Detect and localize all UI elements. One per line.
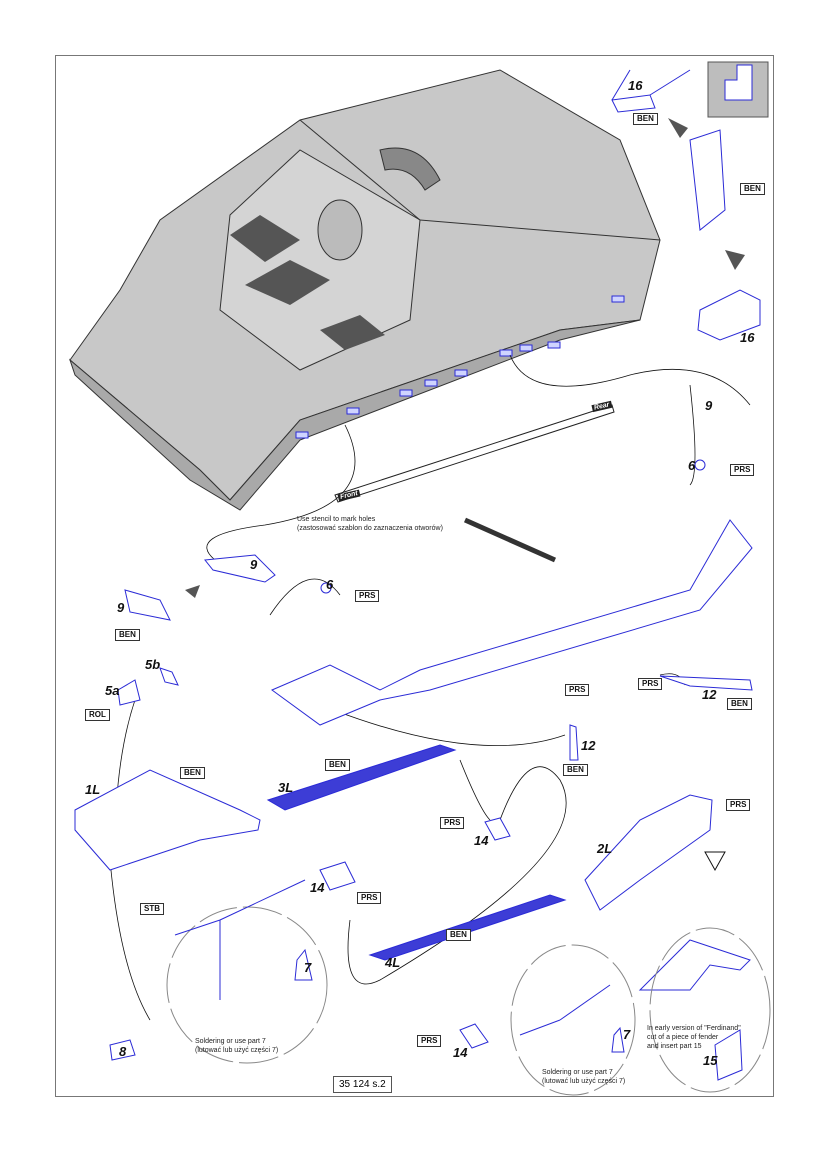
solder-note-right: Soldering or use part 7 (lutować lub uży… bbox=[542, 1069, 626, 1085]
part-number: 6 bbox=[326, 577, 334, 592]
tag-stb: STB bbox=[140, 903, 164, 915]
ferdinand-note: In early version of "Ferdinand" cut of a… bbox=[647, 1025, 741, 1050]
part-number: 16 bbox=[740, 330, 755, 345]
pencil bbox=[463, 517, 557, 563]
stencil-strip bbox=[334, 404, 615, 503]
tag-prs: PRS bbox=[357, 892, 382, 904]
part-number: 4L bbox=[385, 955, 401, 970]
page-frame bbox=[55, 55, 774, 1097]
tag-prs: PRS bbox=[730, 464, 755, 476]
part-number: 15 bbox=[703, 1053, 718, 1068]
tag-ben: BEN bbox=[325, 759, 350, 771]
part-number: 9 bbox=[250, 557, 258, 572]
hull-drawing bbox=[68, 69, 661, 511]
part-number: 14 bbox=[453, 1045, 468, 1060]
page-code: 35 124 s.2 bbox=[333, 1076, 392, 1093]
tag-ben: BEN bbox=[727, 698, 752, 710]
tag-ben: BEN bbox=[115, 629, 140, 641]
part-number: 12 bbox=[581, 738, 596, 753]
part-number: 9 bbox=[117, 600, 125, 615]
tag-ben: BEN bbox=[446, 929, 471, 941]
part-number: 2L bbox=[597, 841, 613, 856]
tag-prs: PRS bbox=[565, 684, 590, 696]
part-number: 14 bbox=[310, 880, 325, 895]
part-number: 16 bbox=[628, 78, 643, 93]
part-number: 7 bbox=[623, 1027, 631, 1042]
part-number: 14 bbox=[474, 833, 489, 848]
tag-rol: ROL bbox=[85, 709, 110, 721]
tag-prs: PRS bbox=[638, 678, 663, 690]
part-number: 9 bbox=[705, 398, 713, 413]
tag-ben: BEN bbox=[180, 767, 205, 779]
tag-ben: BEN bbox=[633, 113, 658, 125]
tag-prs: PRS bbox=[417, 1035, 442, 1047]
part-number: 5a bbox=[105, 683, 120, 698]
stencil-note: Use stencil to mark holes (zastosować sz… bbox=[297, 516, 443, 532]
part-number: 7 bbox=[304, 960, 312, 975]
part-number: 6 bbox=[688, 458, 696, 473]
part-number: 12 bbox=[702, 687, 717, 702]
part-number: 3L bbox=[278, 780, 294, 795]
solder-note-left: Soldering or use part 7 (lutować lub uży… bbox=[195, 1038, 279, 1054]
part-number: 8 bbox=[119, 1044, 127, 1059]
tag-prs: PRS bbox=[440, 817, 465, 829]
tag-prs: PRS bbox=[355, 590, 380, 602]
part-number: 1L bbox=[85, 782, 101, 797]
part-number: 5b bbox=[145, 657, 161, 672]
tag-ben: BEN bbox=[740, 183, 765, 195]
tag-prs: PRS bbox=[726, 799, 751, 811]
tag-ben: BEN bbox=[563, 764, 588, 776]
